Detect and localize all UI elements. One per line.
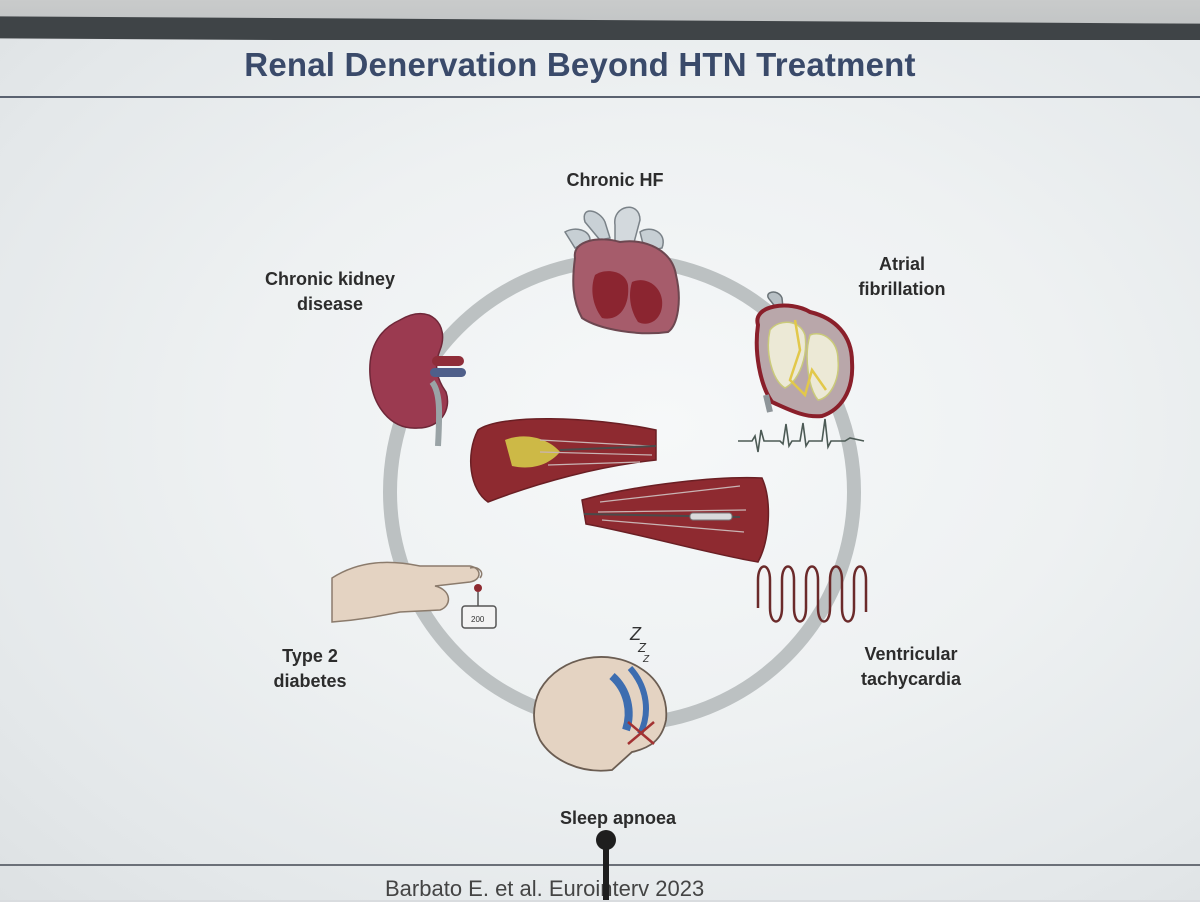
sleep-z-small: Z	[642, 654, 650, 665]
renal-artery-lower	[581, 476, 770, 563]
title-divider	[0, 96, 1200, 98]
heart-failure-illustration	[563, 206, 680, 335]
sleep-z-large: Z	[629, 624, 642, 644]
kidney-illustration	[369, 313, 466, 447]
diabetes-hand-illustration	[331, 561, 497, 629]
microphone-stand	[603, 846, 609, 900]
ecg-trace	[738, 418, 865, 453]
footer-divider	[0, 864, 1200, 866]
glucometer-reading: 200	[471, 615, 485, 624]
atrial-fibrillation-heart	[754, 291, 855, 419]
citation-text: Barbato E. et al. Eurointerv 2023	[385, 876, 705, 901]
label-ventricular-tachycardia: Ventricular tachycardia	[860, 644, 962, 689]
microphone-head	[596, 830, 616, 850]
label-chronic-kidney-disease: Chronic kidney disease	[264, 269, 396, 314]
ventricular-tachycardia-waveform	[756, 565, 868, 623]
label-chronic-hf: Chronic HF	[566, 170, 664, 190]
slide-title: Renal Denervation Beyond HTN Treatment	[244, 46, 916, 83]
renal-artery-upper	[469, 418, 657, 503]
sleep-z-medium: Z	[637, 640, 647, 655]
label-sleep-apnoea: Sleep apnoea	[559, 808, 677, 828]
label-atrial-fibrillation: Atrial fibrillation	[858, 254, 946, 299]
label-type2-diabetes: Type 2 diabetes	[273, 646, 347, 691]
sleep-apnoea-illustration	[533, 656, 668, 772]
